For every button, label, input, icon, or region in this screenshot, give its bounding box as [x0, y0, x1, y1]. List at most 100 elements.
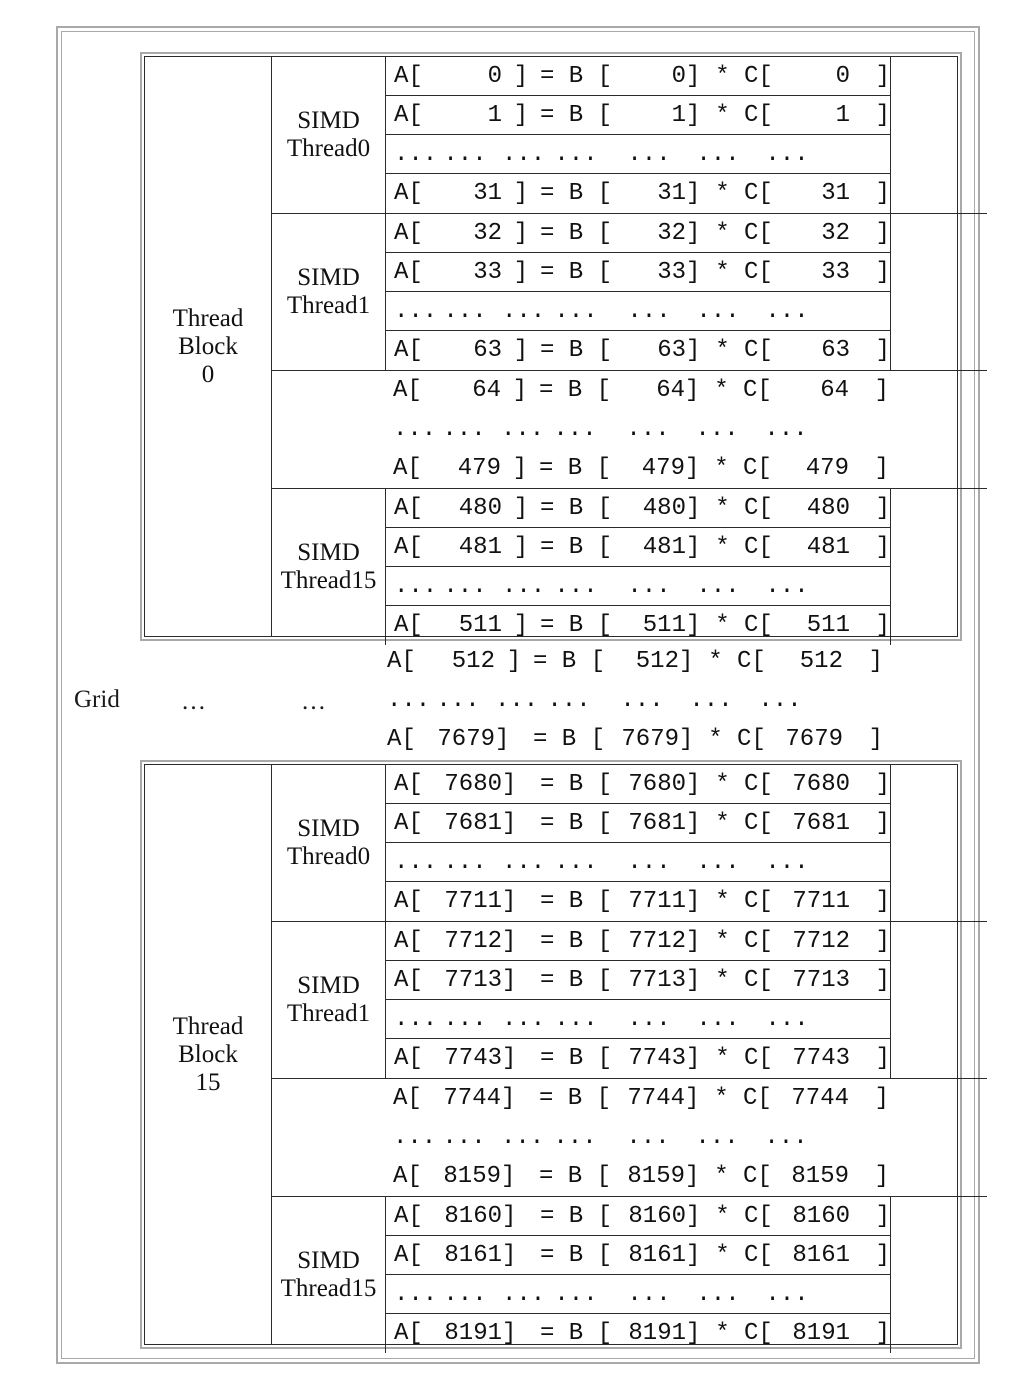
index-b: 1 [671, 101, 686, 129]
token-mul-c: * C[ [715, 180, 773, 207]
bracket-a: ] [502, 809, 517, 837]
free-row: A[7744]= B [7744]* C[7744] [385, 1079, 987, 1118]
index-c: 64 [820, 377, 849, 404]
bracket-a: ] [501, 1163, 516, 1190]
ellipsis-mark: ... [554, 1280, 598, 1308]
ellipsis-mark: ... [442, 416, 486, 443]
bracket-c: ] [875, 533, 890, 561]
ellipsis-mark: ... [627, 1280, 671, 1308]
token-mul-c: * C[ [715, 888, 773, 915]
token-mul-c: * C[ [708, 726, 766, 753]
bracket-a: ] [502, 770, 517, 798]
index-c: 31 [821, 180, 850, 207]
ellipsis-mark: ... [765, 1005, 809, 1033]
ellipsis-mark: ... [443, 572, 487, 600]
ellipsis-mark: ... [627, 848, 671, 876]
index-c: 32 [821, 219, 850, 247]
table-row: A[8191]= B [8191]* C[8191] [386, 1314, 890, 1353]
token-a: A[ [394, 62, 423, 90]
statement: A[7744]= B [7744]* C[7744] [385, 1085, 889, 1112]
token-a: A[ [394, 809, 423, 837]
token-mul-c: * C[ [715, 1241, 773, 1269]
bracket-c: ] [874, 1085, 889, 1112]
index-c: 481 [806, 533, 850, 561]
index-c: 7744 [791, 1085, 849, 1112]
table-row: ..................... [386, 1275, 890, 1314]
statement: A[63]= B [63]* C[63] [386, 337, 890, 364]
table-row: A[7681]= B [7681]* C[7681] [386, 804, 890, 843]
ellipsis-mark: ... [436, 687, 480, 714]
bracket-b: ] [686, 1045, 701, 1072]
ellipsis-mark: ... [696, 1005, 740, 1033]
statement: A[7712]= B [7712]* C[7712] [386, 928, 890, 955]
token-a: A[ [387, 726, 416, 753]
free-row: ..................... [385, 1118, 987, 1157]
table-row: A[33]= B [33]* C[33] [386, 253, 890, 292]
bracket-a: ] [512, 455, 528, 482]
token-a: A[ [394, 258, 423, 286]
bracket-b: ] [685, 1163, 700, 1190]
token-mul-c: * C[ [715, 533, 773, 561]
token-eq-b: = B [ [540, 337, 613, 364]
bracket-a: ] [513, 337, 529, 364]
bracket-a: ] [513, 180, 529, 207]
bracket-b: ] [686, 809, 701, 837]
index-c: 511 [806, 612, 850, 639]
ellipsis-mark: ... [765, 572, 809, 600]
index-b: 7679 [621, 726, 679, 753]
bracket-b: ] [686, 258, 701, 286]
index-b: 480 [642, 494, 686, 522]
bracket-b: ] [686, 888, 701, 915]
bracket-a: ] [513, 494, 529, 522]
thread-block-line2: Block [178, 332, 238, 360]
token-a: A[ [394, 180, 423, 207]
bracket-c: ] [875, 612, 890, 639]
index-b: 7713 [628, 966, 686, 994]
index-c: 7712 [792, 927, 850, 955]
index-a: 0 [487, 62, 502, 90]
bracket-a: ] [506, 648, 522, 675]
ellipsis-mark: ... [502, 1280, 546, 1308]
ellipsis-mark: ... [553, 416, 597, 443]
token-mul-c: * C[ [715, 258, 773, 286]
statement: A[0]= B [0]* C[0] [386, 63, 890, 90]
statement: A[7681]= B [7681]* C[7681] [386, 810, 890, 837]
thread-block-line1: Thread [172, 304, 244, 332]
bracket-a: ] [513, 62, 529, 90]
simd-thread-rows: A[8160]= B [8160]* C[8160]A[8161]= B [81… [386, 1197, 890, 1353]
index-b: 7712 [628, 927, 686, 955]
token-eq-b: = B [ [540, 612, 613, 639]
index-b: 7681 [628, 809, 686, 837]
ellipsis-mark: ... [695, 1124, 739, 1151]
bracket-a: ] [513, 219, 529, 247]
bracket-c: ] [874, 1163, 889, 1190]
simd-label-line2: Thread15 [280, 567, 377, 594]
index-c: 7681 [792, 809, 850, 837]
block-pad-column [890, 214, 987, 370]
table-row: A[7711]= B [7711]* C[7711] [386, 882, 890, 921]
simd-label-line1: SIMD [297, 972, 360, 999]
table-row: A[8161]= B [8161]* C[8161] [386, 1236, 890, 1275]
ellipsis-mark: ... [394, 1280, 438, 1308]
simd-thread-rows: A[7680]= B [7680]* C[7680]A[7681]= B [76… [386, 765, 890, 921]
index-a: 7681 [444, 809, 502, 837]
statement: ..................... [385, 416, 823, 443]
index-a: 64 [472, 377, 501, 404]
token-a: A[ [393, 1163, 422, 1190]
bracket-b: ] [685, 1085, 700, 1112]
ellipsis-mark: ... [553, 1124, 597, 1151]
ellipsis-mark: ... [627, 1005, 671, 1033]
statement: A[8161]= B [8161]* C[8161] [386, 1242, 890, 1269]
free-row: ..................... [385, 410, 987, 449]
index-a: 7712 [444, 927, 502, 955]
token-a: A[ [393, 377, 422, 404]
ellipsis-mark: ... [554, 140, 598, 168]
